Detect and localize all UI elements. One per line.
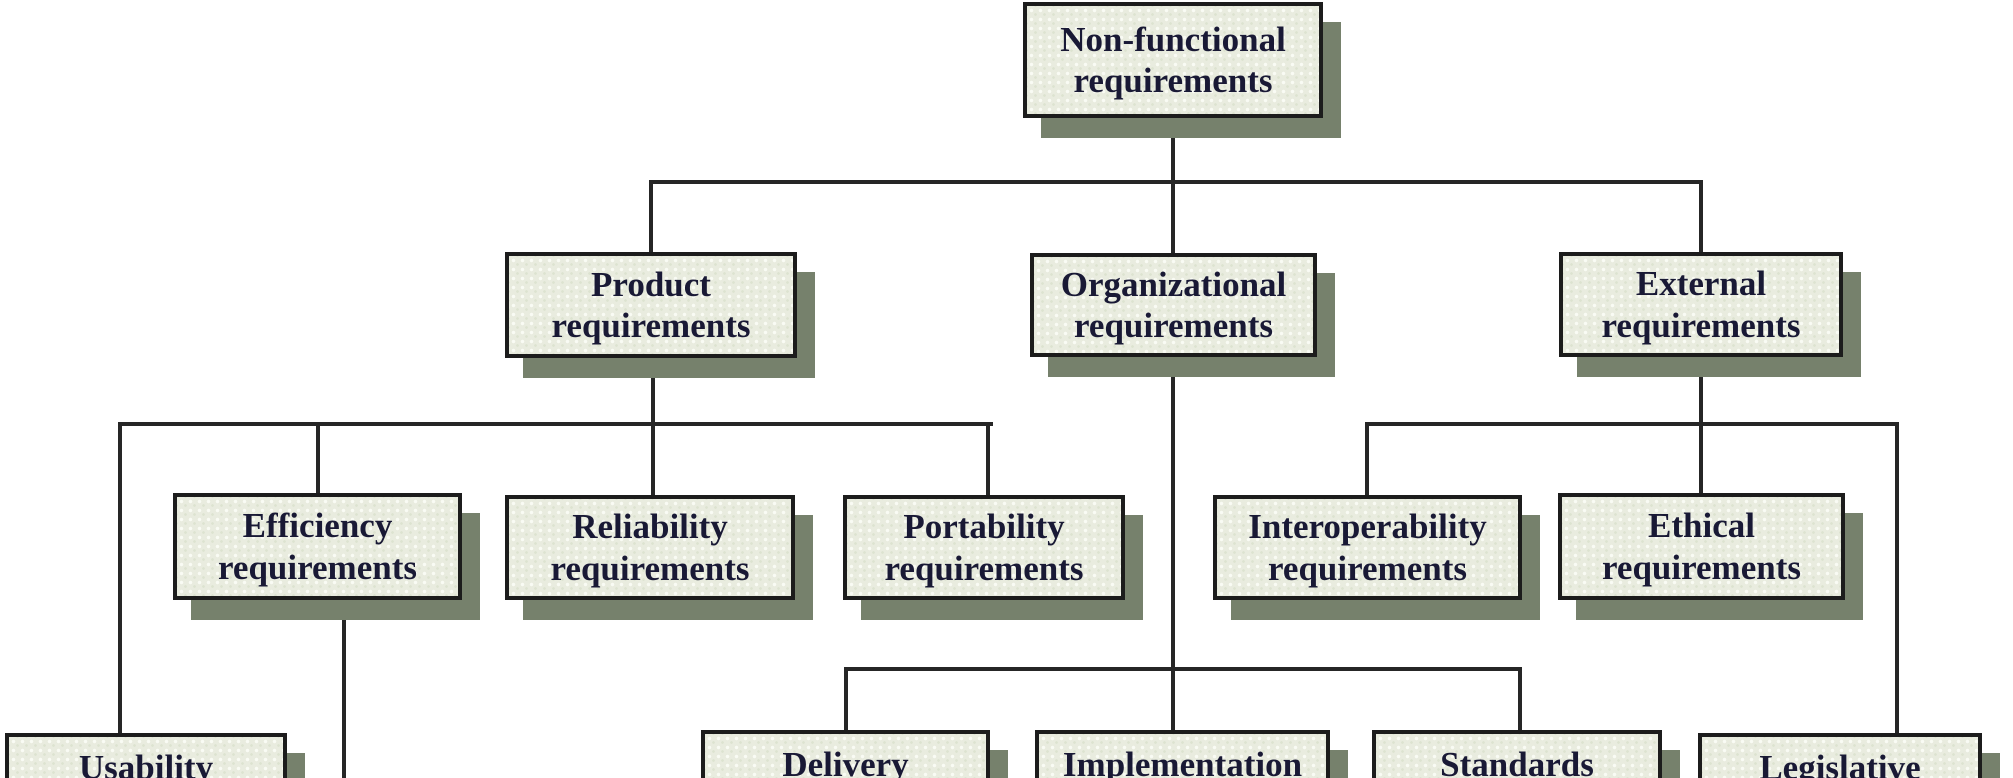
node-label: requirements xyxy=(1601,305,1801,345)
node-label: Organizational xyxy=(1060,264,1287,304)
node-label: requirements xyxy=(1073,61,1273,100)
node-delivery: Delivery xyxy=(701,730,990,778)
connector-line xyxy=(1895,422,1899,735)
connector-line xyxy=(1171,355,1175,732)
node-usability: Usability xyxy=(5,733,287,778)
node-label: Usability xyxy=(78,748,214,778)
connector-line xyxy=(118,422,122,735)
node-label: requirements xyxy=(1268,548,1467,588)
connector-line xyxy=(342,598,346,778)
connector-line xyxy=(844,667,848,732)
connector-line xyxy=(1171,116,1175,186)
node-implementation: Implementation xyxy=(1035,730,1330,778)
node-standards: Standards xyxy=(1372,730,1662,778)
connector-line xyxy=(1171,180,1175,255)
node-legislative: Legislative xyxy=(1698,733,1982,778)
node-label: requirements xyxy=(1074,306,1273,345)
connector-line xyxy=(1365,422,1369,497)
node-label: External xyxy=(1635,264,1767,304)
connector-line xyxy=(1365,422,1899,426)
connector-line xyxy=(1699,180,1703,254)
node-label: requirements xyxy=(550,548,750,588)
connector-line xyxy=(986,422,990,497)
node-label: Efficiency xyxy=(242,506,393,546)
node-label: Non-functional xyxy=(1060,19,1286,59)
connector-line xyxy=(1518,667,1522,732)
node-label: Implementation xyxy=(1062,745,1303,778)
node-label: Standards xyxy=(1440,745,1594,778)
node-label: requirements xyxy=(218,547,417,587)
node-label: Product xyxy=(591,264,711,304)
node-label: requirements xyxy=(884,548,1084,588)
node-label: Interoperability xyxy=(1248,507,1487,547)
connector-line xyxy=(316,422,320,495)
connector-line xyxy=(649,180,653,254)
connector-line xyxy=(651,356,655,497)
connector-line xyxy=(844,667,1522,671)
node-label: Reliability xyxy=(572,507,728,547)
node-label: Ethical xyxy=(1648,506,1755,546)
node-label: Portability xyxy=(903,507,1065,547)
node-label: Delivery xyxy=(782,745,909,778)
node-label: Legislative xyxy=(1759,748,1921,778)
connector-line xyxy=(649,180,1703,184)
node-label: requirements xyxy=(1602,547,1801,587)
node-label: requirements xyxy=(551,306,751,345)
connector-line xyxy=(118,422,993,426)
